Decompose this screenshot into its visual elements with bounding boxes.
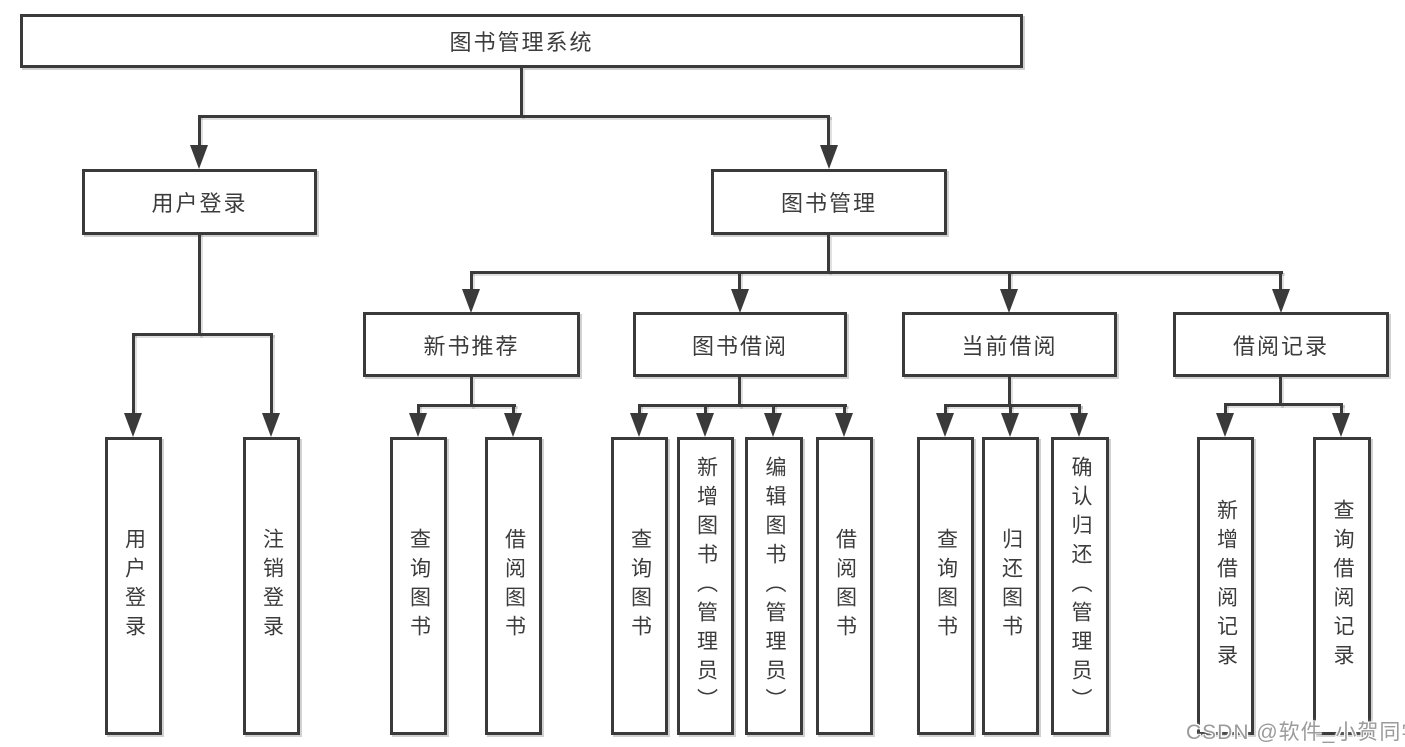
connector-line — [470, 271, 1283, 274]
node-leaf-add-book-admin: 新增图书（管理员） — [677, 437, 734, 735]
arrow-down-icon — [764, 413, 782, 437]
arrow-down-icon — [1001, 413, 1019, 437]
arrow-down-icon — [1216, 413, 1234, 437]
connector-line — [132, 333, 135, 417]
arrow-down-icon — [1000, 289, 1018, 313]
node-user-login: 用户登录 — [82, 169, 317, 235]
watermark: CSDN @软件_小贺同学 — [1186, 721, 1405, 744]
connector-line — [738, 377, 741, 407]
arrow-down-icon — [630, 413, 648, 437]
connector-line — [417, 404, 420, 417]
node-borrow-record: 借阅记录 — [1173, 312, 1389, 377]
arrow-down-icon — [1332, 413, 1350, 437]
connector-line — [520, 68, 523, 117]
node-leaf-return-book: 归还图书 — [982, 437, 1039, 735]
arrow-down-icon — [409, 413, 427, 437]
connector-line — [1008, 377, 1011, 407]
node-library-management-system: 图书管理系统 — [20, 14, 1023, 68]
node-leaf-borrow-book-recommend: 借阅图书 — [485, 437, 542, 735]
node-current-borrow: 当前借阅 — [902, 312, 1117, 377]
connector-line — [738, 271, 741, 293]
connector-line — [270, 333, 273, 417]
node-leaf-edit-book-admin: 编辑图书（管理员） — [745, 437, 803, 735]
connector-line — [470, 377, 473, 407]
connector-line — [638, 404, 847, 407]
arrow-down-icon — [190, 145, 208, 169]
connector-line — [638, 404, 641, 417]
connector-line — [1009, 404, 1012, 417]
arrow-down-icon — [1070, 413, 1088, 437]
connector-line — [843, 404, 846, 417]
connector-line — [827, 235, 830, 273]
arrow-down-icon — [696, 413, 714, 437]
node-leaf-add-borrow-record: 新增借阅记录 — [1197, 437, 1254, 735]
connector-line — [1279, 377, 1282, 406]
arrow-down-icon — [262, 413, 280, 437]
connector-line — [944, 404, 1081, 407]
connector-line — [1078, 404, 1081, 417]
arrow-down-icon — [504, 413, 522, 437]
arrow-down-icon — [731, 289, 749, 313]
arrow-down-icon — [1272, 289, 1290, 313]
node-leaf-query-book-current: 查询图书 — [917, 437, 974, 735]
connector-line — [512, 404, 515, 417]
connector-line — [1340, 403, 1343, 417]
connector-line — [704, 404, 707, 417]
node-leaf-query-borrow-record: 查询借阅记录 — [1313, 437, 1371, 735]
node-leaf-logout-login: 注销登录 — [243, 437, 300, 735]
node-leaf-query-book-borrow: 查询图书 — [611, 437, 668, 735]
arrow-down-icon — [462, 289, 480, 313]
connector-line — [772, 404, 775, 417]
connector-line — [1008, 271, 1011, 293]
connector-line — [1279, 271, 1282, 293]
connector-line — [198, 115, 201, 147]
arrow-down-icon — [835, 413, 853, 437]
node-leaf-user-login: 用户登录 — [105, 437, 162, 735]
arrow-down-icon — [124, 413, 142, 437]
connector-line — [827, 115, 830, 147]
node-book-management: 图书管理 — [711, 169, 947, 235]
arrow-down-icon — [820, 145, 838, 169]
connector-line — [1224, 403, 1227, 417]
connector-line — [198, 115, 830, 118]
connector-line — [132, 333, 273, 336]
node-leaf-borrow-book: 借阅图书 — [816, 437, 873, 735]
node-new-book-recommend: 新书推荐 — [363, 312, 580, 377]
connector-line — [198, 232, 201, 336]
node-leaf-query-book-recommend: 查询图书 — [390, 437, 447, 735]
node-book-borrow: 图书借阅 — [633, 312, 847, 377]
connector-line — [944, 404, 947, 417]
connector-line — [1224, 403, 1343, 406]
arrow-down-icon — [936, 413, 954, 437]
connector-line — [470, 271, 473, 293]
connector-line — [417, 404, 516, 407]
node-leaf-confirm-return-admin: 确认归还（管理员） — [1051, 437, 1109, 735]
